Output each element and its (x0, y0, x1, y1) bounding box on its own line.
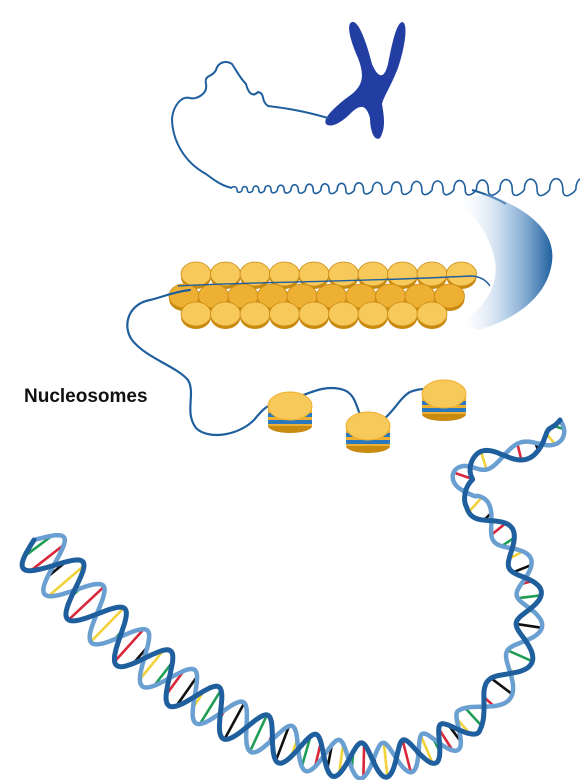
base-pair (517, 593, 542, 600)
base-pair (516, 443, 523, 461)
solenoid-histone (180, 301, 212, 327)
solenoid-histone (357, 301, 389, 327)
looped-chromatin-fiber (205, 173, 580, 205)
base-pair (223, 702, 246, 740)
solenoid-histone (328, 301, 359, 327)
base-pair (175, 675, 199, 707)
solenoid-histone (328, 261, 359, 287)
base-pair (382, 742, 389, 778)
base-pair (464, 707, 483, 727)
helix-backbone-strand (31, 417, 567, 780)
solenoid-histone (446, 261, 477, 287)
base-pair (274, 725, 291, 762)
nucleosome (345, 411, 391, 453)
dna-double-helix (19, 417, 567, 780)
base-pair (198, 689, 223, 725)
nucleosomes-label: Nucleosomes (24, 386, 148, 407)
base-pair (248, 714, 269, 753)
base-pair (113, 628, 145, 663)
solenoid-histone (210, 261, 241, 287)
base-pair (515, 622, 543, 630)
expansion-fan (456, 194, 553, 330)
base-pair (67, 585, 105, 621)
solenoid-histone (180, 261, 212, 287)
base-pair (467, 496, 483, 513)
solenoid-histone (434, 283, 465, 309)
base-pair (479, 451, 488, 470)
base-pair (47, 564, 85, 598)
solenoid-histone (210, 301, 241, 327)
base-pair (490, 677, 514, 696)
base-pair (138, 649, 165, 681)
helix-backbone-strand (19, 417, 563, 780)
solenoid-histone (269, 301, 300, 327)
solenoid-histone (387, 261, 418, 287)
base-pair (490, 522, 507, 536)
solenoid-histone (239, 301, 271, 327)
solenoid-histone (416, 261, 448, 287)
base-pair (29, 543, 65, 572)
nucleosome (421, 379, 467, 421)
solenoid-histone (416, 301, 448, 327)
chromosome-strand (170, 61, 329, 175)
base-pair (419, 735, 434, 764)
nucleosomes-group (267, 379, 467, 453)
solenoid-histone (387, 301, 418, 327)
solenoid-fiber (168, 261, 491, 329)
base-pair (507, 649, 533, 663)
base-pair (337, 743, 345, 775)
base-pair (89, 606, 125, 643)
solenoid-histone (357, 261, 389, 287)
base-pair (512, 563, 532, 574)
base-pair (23, 534, 53, 558)
solenoid-histone (298, 301, 330, 327)
base-pair (300, 735, 312, 767)
nucleosome (267, 391, 313, 433)
chromosome (325, 21, 406, 139)
base-pair (362, 744, 366, 778)
base-pair (401, 739, 413, 773)
